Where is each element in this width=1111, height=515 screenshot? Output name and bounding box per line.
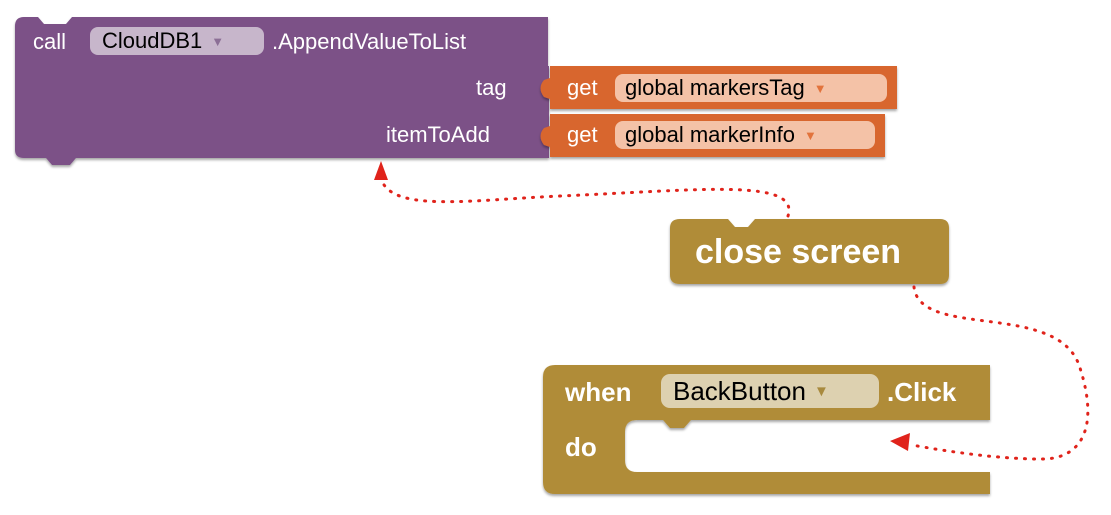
variable-name: global markersTag xyxy=(625,75,805,100)
variable-dropdown-marker-info[interactable]: global markerInfo ▼ xyxy=(615,121,875,149)
component-dropdown-clouddb1[interactable]: CloudDB1 ▼ xyxy=(90,27,264,55)
arrow-to-item-to-add xyxy=(379,176,791,218)
when-keyword: when xyxy=(565,377,632,407)
caret-down-icon: ▼ xyxy=(813,382,829,400)
param-label-item-to-add: itemToAdd xyxy=(386,122,490,147)
get-keyword: get xyxy=(567,75,598,100)
close-screen-block[interactable] xyxy=(670,219,949,284)
variable-name: global markerInfo xyxy=(625,122,795,147)
caret-down-icon: ▼ xyxy=(211,33,225,49)
caret-down-icon: ▼ xyxy=(803,127,817,143)
component-name: CloudDB1 xyxy=(102,28,203,53)
close-screen-label: close screen xyxy=(695,233,902,271)
get-keyword: get xyxy=(567,122,598,147)
component-name: BackButton xyxy=(673,376,806,406)
do-keyword: do xyxy=(565,432,597,462)
event-name: .Click xyxy=(887,377,957,407)
component-dropdown-backbutton[interactable]: BackButton ▼ xyxy=(661,374,879,408)
arrow-to-do-slot xyxy=(910,285,1090,461)
variable-dropdown-markers-tag[interactable]: global markersTag ▼ xyxy=(615,74,887,102)
method-name: .AppendValueToList xyxy=(272,29,467,54)
arrow-head-icon xyxy=(374,161,388,180)
arrow-head-icon xyxy=(890,433,910,451)
param-label-tag: tag xyxy=(476,75,507,100)
call-keyword: call xyxy=(33,29,67,54)
caret-down-icon: ▼ xyxy=(813,80,827,96)
